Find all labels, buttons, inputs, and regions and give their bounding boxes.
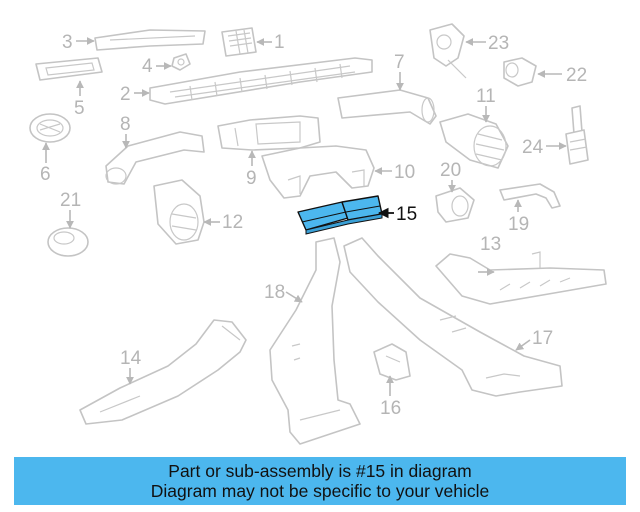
part-11-shape[interactable]: [439, 113, 509, 169]
callout-9: 9: [246, 168, 257, 189]
info-banner: Part or sub-assembly is #15 in diagram D…: [14, 457, 626, 505]
callout-6: 6: [40, 164, 51, 185]
part-15-shape[interactable]: [297, 195, 383, 235]
callout-3: 3: [62, 32, 73, 53]
part-23-shape[interactable]: [429, 23, 467, 79]
callout-15: 15: [396, 204, 417, 225]
callout-7: 7: [394, 52, 405, 73]
callout-24: 24: [522, 137, 544, 158]
callout-21: 21: [60, 190, 81, 211]
part-9-shape[interactable]: [217, 115, 321, 151]
part-12-shape[interactable]: [153, 179, 205, 245]
callout-14: 14: [120, 348, 142, 369]
part-8-shape[interactable]: [105, 131, 205, 185]
part-14-shape[interactable]: [79, 319, 247, 425]
callout-5: 5: [74, 98, 85, 119]
part-19-shape[interactable]: [499, 183, 561, 209]
callout-2: 2: [120, 84, 131, 105]
part-21-shape[interactable]: [47, 227, 89, 257]
parts-diagram: 1 2 3 4 5 6 7 8 9 10 11 12 13 14 15 16 1…: [29, 23, 607, 445]
callout-labels: 1 2 3 4 5 6 7 8 9 10 11 12 13 14 15 16 1…: [40, 32, 587, 419]
part-1-shape[interactable]: [221, 27, 257, 57]
part-4-shape[interactable]: [171, 53, 191, 71]
banner-line-disclaimer: Diagram may not be specific to your vehi…: [150, 481, 490, 501]
part-22-shape[interactable]: [503, 57, 537, 87]
part-17-shape[interactable]: [343, 237, 563, 397]
callout-23: 23: [488, 33, 509, 54]
part-24-shape[interactable]: [565, 105, 589, 165]
callout-13: 13: [480, 234, 501, 255]
callout-10: 10: [394, 162, 415, 183]
callout-22: 22: [566, 65, 587, 86]
part-6-shape[interactable]: [29, 113, 71, 143]
part-18-shape[interactable]: [269, 237, 361, 445]
part-16-shape[interactable]: [373, 343, 411, 381]
part-20-shape[interactable]: [435, 187, 475, 223]
part-2-shape[interactable]: [149, 57, 373, 105]
callout-16: 16: [380, 398, 401, 419]
callout-4: 4: [142, 56, 153, 77]
callout-19: 19: [508, 214, 529, 235]
part-10-shape[interactable]: [261, 145, 375, 199]
part-5-shape[interactable]: [35, 57, 103, 81]
callout-1: 1: [274, 32, 285, 53]
callout-20: 20: [440, 160, 461, 181]
leader-lines: [42, 37, 567, 396]
callout-11: 11: [476, 86, 496, 107]
callout-8: 8: [120, 114, 131, 135]
part-13-shape[interactable]: [435, 251, 607, 305]
callout-17: 17: [532, 328, 553, 349]
part-3-shape[interactable]: [94, 29, 206, 51]
callout-12: 12: [222, 212, 243, 233]
callout-18: 18: [264, 282, 285, 303]
banner-line-part: Part or sub-assembly is #15 in diagram: [168, 461, 472, 481]
part-7-shape[interactable]: [337, 89, 437, 125]
